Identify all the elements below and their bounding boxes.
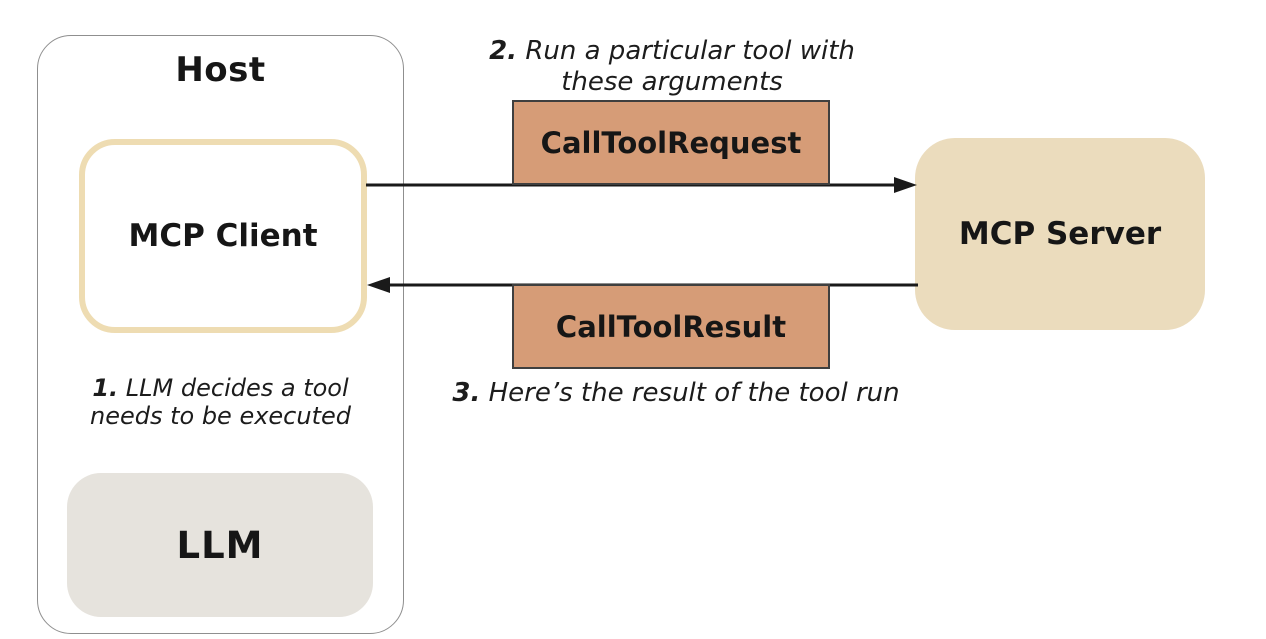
mcp-server-label: MCP Server — [958, 216, 1162, 252]
step1-note: 1. LLM decides a tool needs to be execut… — [37, 374, 404, 431]
request-arrow-right-icon — [366, 177, 917, 193]
step2-number: 2. — [489, 36, 518, 66]
step3-note: 3. Here’s the result of the tool run — [441, 378, 911, 409]
step1-number: 1. — [92, 374, 119, 402]
host-title: Host — [175, 50, 266, 90]
step1-line2: needs to be executed — [89, 402, 351, 431]
step2-note: 2. Run a particular tool with these argu… — [447, 36, 897, 97]
step1-line1: LLM decides a tool — [118, 374, 349, 402]
step3-number: 3. — [452, 378, 481, 408]
mcp-server-node: MCP Server — [915, 138, 1205, 330]
calltoolresult-label: CallToolResult — [555, 309, 787, 344]
mcp-client-label: MCP Client — [128, 218, 318, 254]
calltoolrequest-label: CallToolRequest — [540, 125, 802, 160]
step2-line1: Run a particular tool with — [517, 36, 855, 66]
step3-text: Here’s the result of the tool run — [480, 378, 900, 408]
step2-line2: these arguments — [561, 66, 783, 97]
calltoolrequest-box: CallToolRequest — [512, 100, 830, 185]
llm-label: LLM — [176, 523, 264, 567]
mcp-client-node: MCP Client — [79, 139, 367, 333]
llm-node: LLM — [67, 473, 373, 617]
calltoolresult-box: CallToolResult — [512, 284, 830, 369]
